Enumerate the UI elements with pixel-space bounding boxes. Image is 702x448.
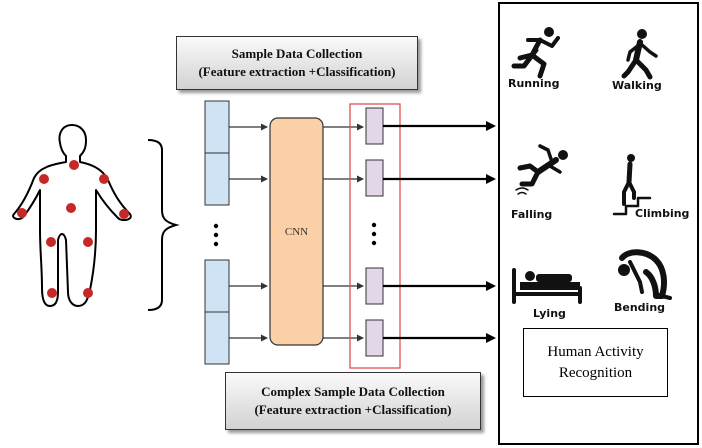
complex-sample-data-collection-box: Complex Sample Data Collection (Feature … xyxy=(225,372,481,430)
cnn-block xyxy=(269,117,324,346)
sensor-dot xyxy=(83,288,93,298)
walking-person-icon xyxy=(621,29,658,80)
falling-person-icon xyxy=(515,144,568,195)
bending-person-icon xyxy=(618,249,672,300)
climbing-stairs-icon xyxy=(612,154,652,216)
har-line2: Recognition xyxy=(558,364,633,381)
lying-bed-icon xyxy=(512,268,582,304)
sensor-dot xyxy=(47,288,57,298)
curly-brace xyxy=(147,139,180,311)
label-running: Running xyxy=(508,77,560,90)
input-to-cnn-arrows xyxy=(229,123,268,342)
sensor-dot xyxy=(39,174,49,184)
output-frame xyxy=(349,103,401,369)
output-arrows xyxy=(383,121,496,343)
sensor-dot xyxy=(17,208,27,218)
har-line1: Human Activity xyxy=(547,343,644,360)
activities-panel xyxy=(498,2,699,445)
sensor-dot xyxy=(46,237,56,247)
complex-sample-data-collection-title: Complex Sample Data Collection xyxy=(261,384,445,399)
input-blocks xyxy=(204,100,230,365)
sample-data-collection-box: Sample Data Collection (Feature extracti… xyxy=(176,36,418,90)
cnn-label: CNN xyxy=(285,226,308,238)
label-walking: Walking xyxy=(612,79,662,92)
sample-data-collection-title: Sample Data Collection xyxy=(231,46,363,61)
sample-data-collection-subtitle: (Feature extraction +Classification) xyxy=(198,64,396,79)
sensor-dot xyxy=(99,174,109,184)
sensor-dot xyxy=(119,209,129,219)
output-blocks xyxy=(365,107,384,357)
complex-sample-data-collection-subtitle: (Feature extraction +Classification) xyxy=(254,402,452,417)
sensor-dot xyxy=(83,237,93,247)
cnn-to-output-arrows xyxy=(323,123,364,342)
label-bending: Bending xyxy=(614,301,666,314)
running-person-icon xyxy=(511,27,560,79)
label-lying: Lying xyxy=(533,307,566,320)
label-falling: Falling xyxy=(511,208,553,221)
label-climbing: Climbing xyxy=(635,207,690,220)
human-body-outline-icon xyxy=(12,124,132,307)
human-activity-recognition-box: Human Activity Recognition xyxy=(523,328,668,397)
sensor-dot xyxy=(66,203,76,213)
sensor-dot xyxy=(69,160,79,170)
